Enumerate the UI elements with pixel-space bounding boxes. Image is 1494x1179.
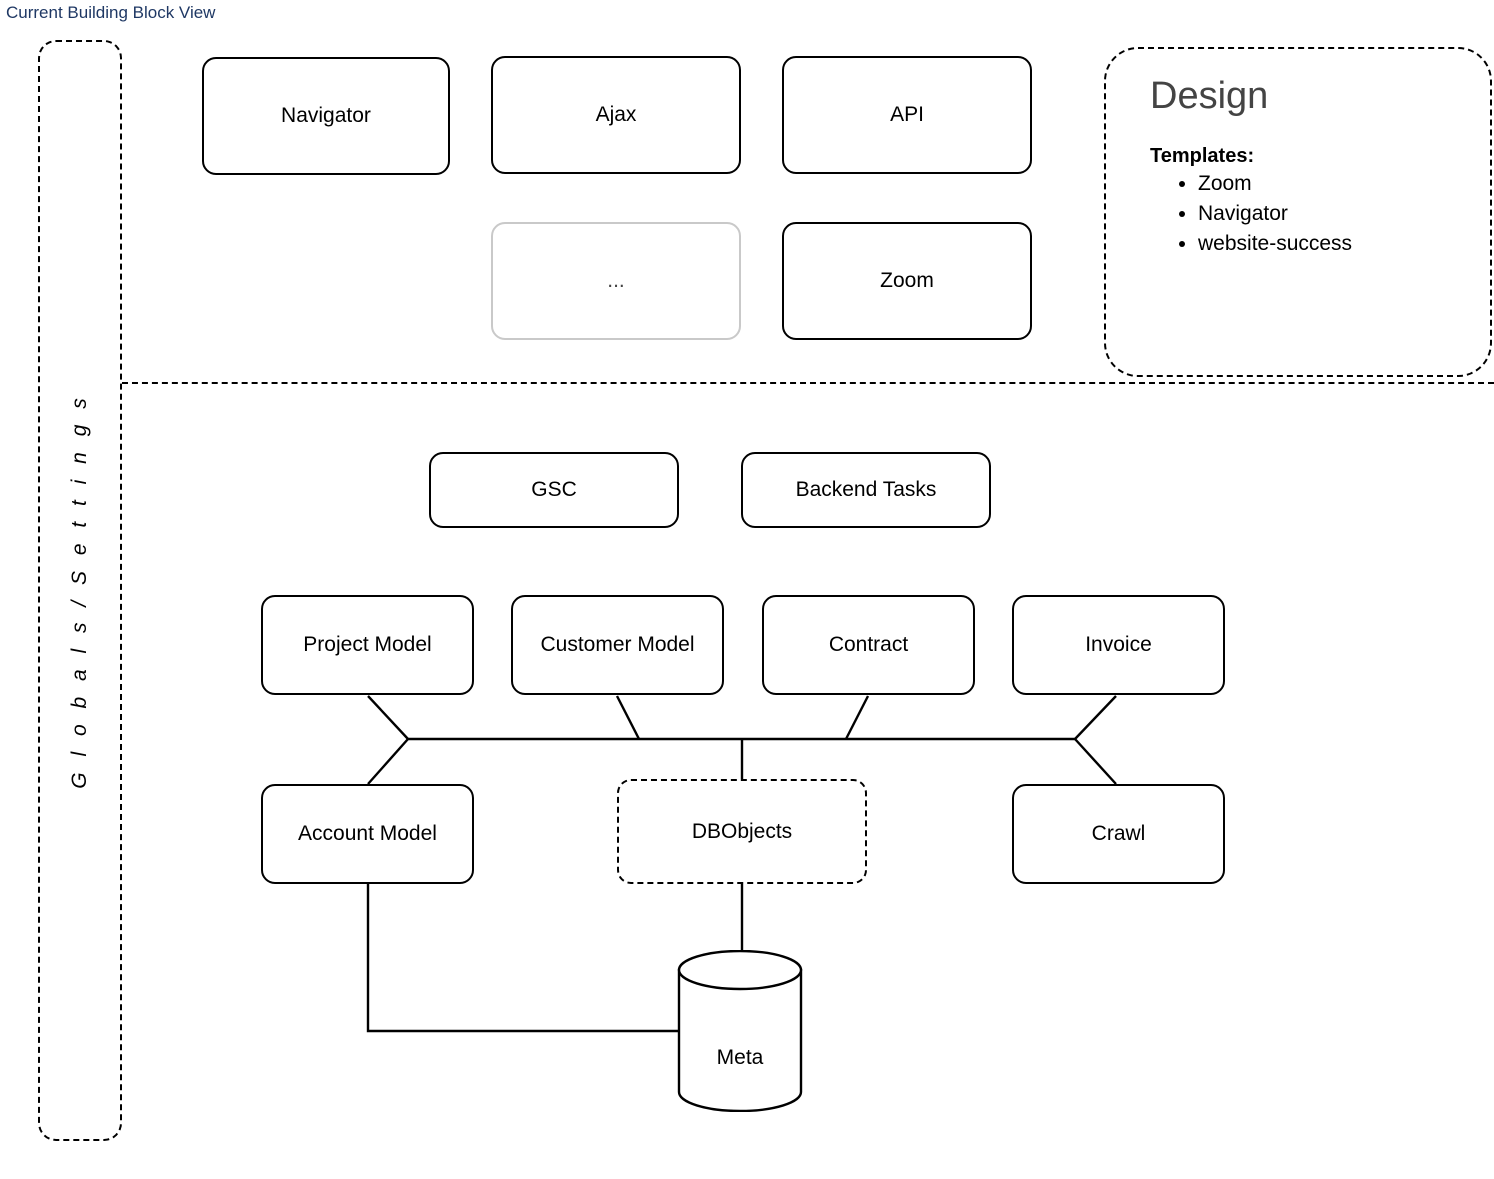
- design-template-item[interactable]: website-success: [1198, 229, 1352, 259]
- edge-project-model-to-bus: [367, 695, 409, 740]
- design-template-list: Zoom Navigator website-success: [1168, 169, 1352, 258]
- database-meta-label: Meta: [716, 1046, 764, 1069]
- block-ajax[interactable]: Ajax: [491, 56, 741, 174]
- design-template-item[interactable]: Navigator: [1198, 199, 1352, 229]
- block-contract[interactable]: Contract: [762, 595, 975, 695]
- block-customer-model-label: Customer Model: [540, 633, 695, 656]
- block-ellipsis[interactable]: ...: [491, 222, 741, 340]
- edge-invoice-to-bus: [1074, 695, 1117, 740]
- block-project-model-label: Project Model: [303, 633, 432, 656]
- edge-bus-to-crawl: [1074, 738, 1117, 785]
- edge-bus-to-account-model: [367, 738, 409, 785]
- block-ellipsis-label: ...: [607, 269, 625, 292]
- block-dbobjects[interactable]: DBObjects: [617, 779, 867, 884]
- block-api[interactable]: API: [782, 56, 1032, 174]
- globals-settings-container[interactable]: G l o b a l s / S e t t i n g s: [38, 40, 122, 1141]
- block-gsc-label: GSC: [531, 478, 577, 501]
- design-panel-subtitle: Templates:: [1150, 145, 1255, 167]
- layer-divider: [122, 382, 1494, 384]
- design-panel[interactable]: Design Templates: Zoom Navigator website…: [1104, 47, 1492, 377]
- block-project-model[interactable]: Project Model: [261, 595, 474, 695]
- block-dbobjects-label: DBObjects: [691, 819, 793, 843]
- block-gsc[interactable]: GSC: [429, 452, 679, 528]
- block-account-model[interactable]: Account Model: [261, 784, 474, 884]
- block-navigator-label: Navigator: [281, 104, 371, 127]
- design-template-item[interactable]: Zoom: [1198, 169, 1352, 199]
- block-crawl[interactable]: Crawl: [1012, 784, 1225, 884]
- block-invoice[interactable]: Invoice: [1012, 595, 1225, 695]
- design-panel-title: Design: [1150, 75, 1269, 117]
- globals-settings-label: G l o b a l s / S e t t i n g s: [68, 392, 91, 789]
- block-crawl-label: Crawl: [1091, 822, 1146, 845]
- block-contract-label: Contract: [828, 633, 909, 656]
- database-meta[interactable]: Meta: [676, 949, 804, 1113]
- block-zoom[interactable]: Zoom: [782, 222, 1032, 340]
- edge-account-model-to-meta: [366, 884, 681, 1033]
- block-backend-tasks[interactable]: Backend Tasks: [741, 452, 991, 528]
- block-invoice-label: Invoice: [1085, 633, 1152, 656]
- block-ajax-label: Ajax: [595, 103, 637, 126]
- page-title: Current Building Block View: [6, 3, 216, 22]
- block-zoom-label: Zoom: [880, 269, 934, 292]
- block-backend-tasks-label: Backend Tasks: [795, 478, 937, 501]
- edge-customer-model-to-bus: [615, 695, 641, 740]
- cylinder-shape: [677, 949, 803, 1113]
- block-customer-model[interactable]: Customer Model: [511, 595, 724, 695]
- block-api-label: API: [890, 103, 924, 126]
- block-navigator[interactable]: Navigator: [202, 57, 450, 175]
- block-account-model-label: Account Model: [298, 822, 437, 845]
- edge-contract-to-bus: [844, 695, 870, 740]
